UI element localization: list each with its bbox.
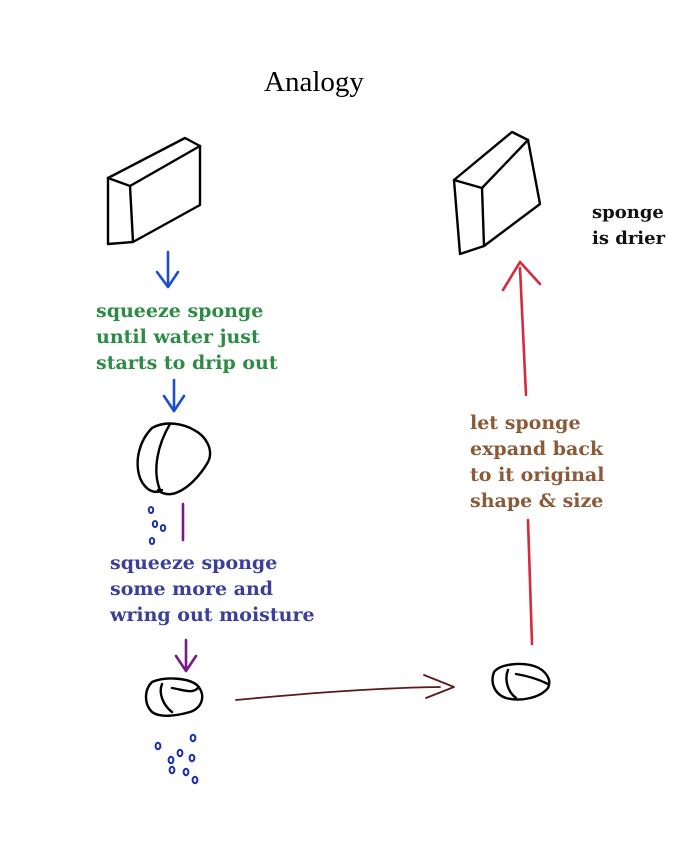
right-arrow-icon [235, 674, 455, 701]
label-line: shape & size [470, 490, 604, 512]
expand-back-label: let sponge expand back to it original sh… [470, 410, 604, 514]
water-drops-icon [154, 733, 199, 785]
squeeze-until-drip-label: squeeze sponge until water just starts t… [96, 298, 278, 376]
down-arrow-icon [174, 638, 198, 673]
down-arrow-icon [162, 378, 186, 413]
label-line: starts to drip out [96, 352, 278, 374]
wrung-sponge-icon [144, 677, 204, 717]
small-sponge-icon [491, 662, 551, 701]
water-drops-icon [147, 506, 167, 545]
label-line: wring out moisture [110, 604, 315, 626]
sponge-drier-label: sponge is drier [592, 200, 665, 252]
up-arrow-icon [501, 260, 542, 646]
label-line: until water just [96, 326, 260, 348]
diagram-title: Analogy [264, 66, 364, 98]
full-sponge-icon [106, 136, 202, 246]
squeezed-sponge-icon [136, 422, 212, 496]
label-line: is drier [592, 228, 666, 249]
dry-sponge-icon [452, 130, 542, 256]
label-line: to it original [470, 464, 605, 486]
label-line: sponge [592, 202, 664, 223]
label-line: expand back [470, 438, 604, 460]
label-line: let sponge [470, 412, 581, 434]
label-line: squeeze sponge [110, 552, 278, 574]
label-line: some more and [110, 578, 274, 600]
down-arrow-icon [155, 250, 180, 289]
squeeze-more-label: squeeze sponge some more and wring out m… [110, 550, 315, 628]
label-line: squeeze sponge [96, 300, 264, 322]
